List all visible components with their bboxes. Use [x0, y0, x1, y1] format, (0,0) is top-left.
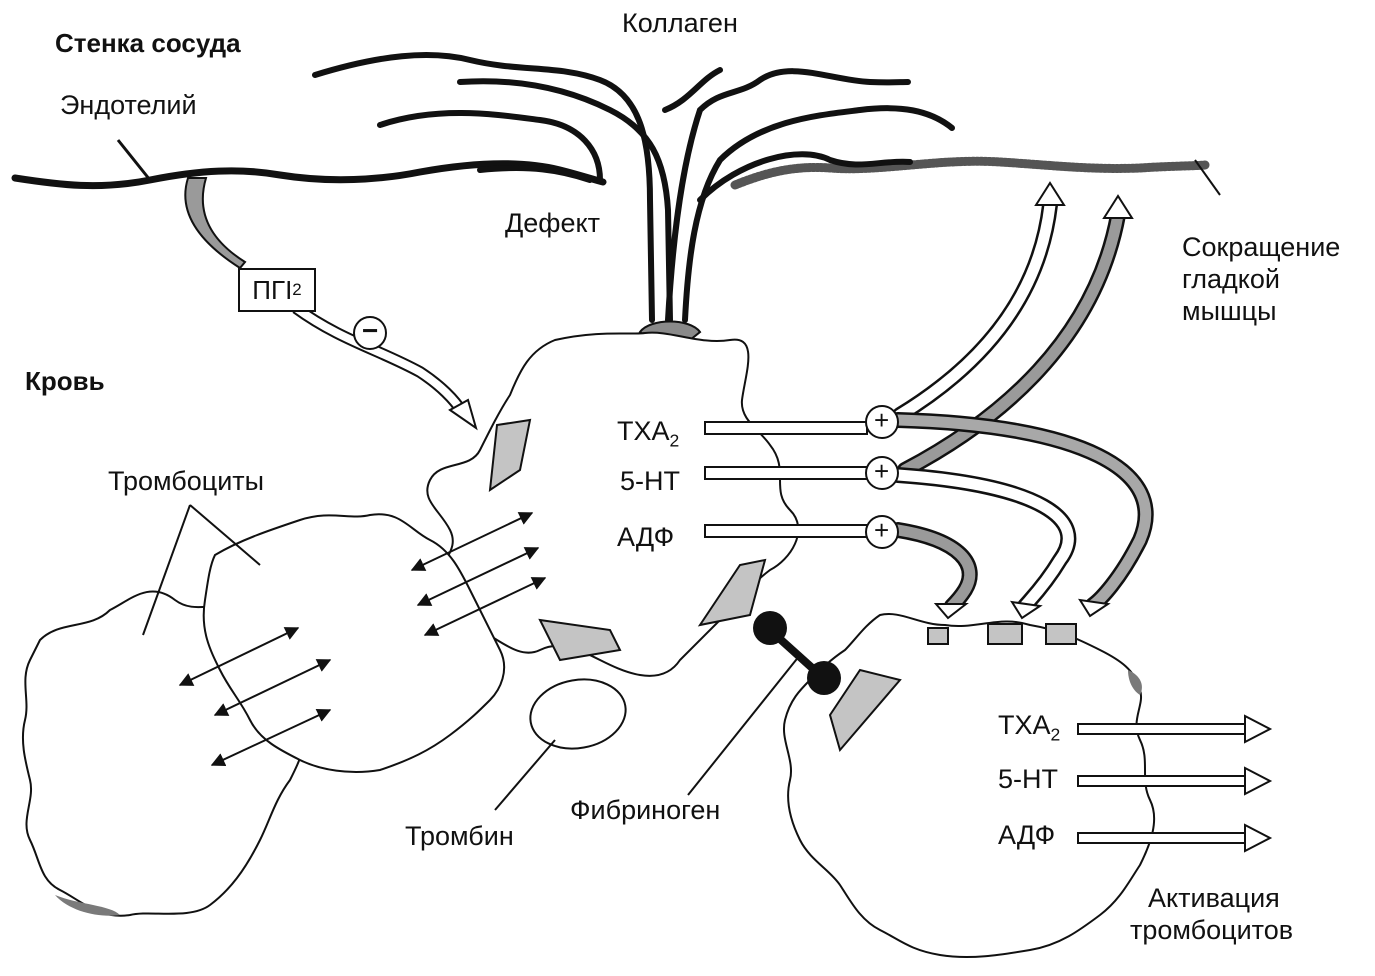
endothelium-pointer: [118, 140, 150, 180]
prostacyclin-sub: 2: [292, 280, 301, 300]
collagen-fibers: [315, 55, 952, 320]
smooth-muscle-label-2: гладкой: [1182, 266, 1280, 293]
vessel-wall-label: Стенка сосуда: [55, 30, 241, 56]
smooth-muscle-label-3: мышцы: [1182, 298, 1277, 325]
mediator-adp: АДФ: [617, 524, 674, 551]
activation-label-2: тромбоцитов: [1130, 917, 1293, 944]
mediator-5ht: 5-HT: [620, 468, 680, 495]
thrombin-ellipse: [525, 672, 631, 756]
mediator-txa2-secondary: TXA2: [998, 712, 1060, 744]
plus-sign-2: +: [874, 458, 889, 484]
plus-sign-1: +: [874, 407, 889, 433]
fibrinogen-label: Фибриноген: [570, 797, 720, 824]
smooth-muscle-label-1: Сокращение: [1182, 234, 1340, 261]
activation-label-1: Активация: [1148, 885, 1280, 912]
fibrinogen-dumbbell: [753, 611, 841, 695]
mediator-adp-secondary: АДФ: [998, 822, 1055, 849]
arrow-head-muscle-1: [1036, 183, 1064, 205]
arrow-head-act-2: [1012, 602, 1040, 618]
thrombin-pointer: [495, 740, 555, 810]
defect-label: Дефект: [505, 210, 600, 237]
arrow-head-act-3: [936, 604, 966, 618]
mediator-5ht-secondary: 5-HT: [998, 766, 1058, 793]
arrow-head-muscle-2: [1104, 196, 1132, 218]
endothelium-label: Эндотелий: [60, 92, 197, 119]
plus-sign-3: +: [874, 517, 889, 543]
blood-label: Кровь: [25, 368, 105, 394]
prostacyclin-arrow-body: [185, 178, 245, 268]
mediator-txa2: TXA2: [617, 418, 679, 450]
collagen-label: Коллаген: [622, 10, 738, 37]
prostacyclin-text: ПГI: [252, 275, 292, 306]
inhibit-sign: −: [362, 317, 378, 345]
arrow-head-act-1: [1080, 600, 1108, 616]
endothelium-line-right: [735, 161, 1205, 185]
platelets-label: Тромбоциты: [108, 468, 264, 495]
thrombin-label: Тромбин: [405, 823, 514, 850]
